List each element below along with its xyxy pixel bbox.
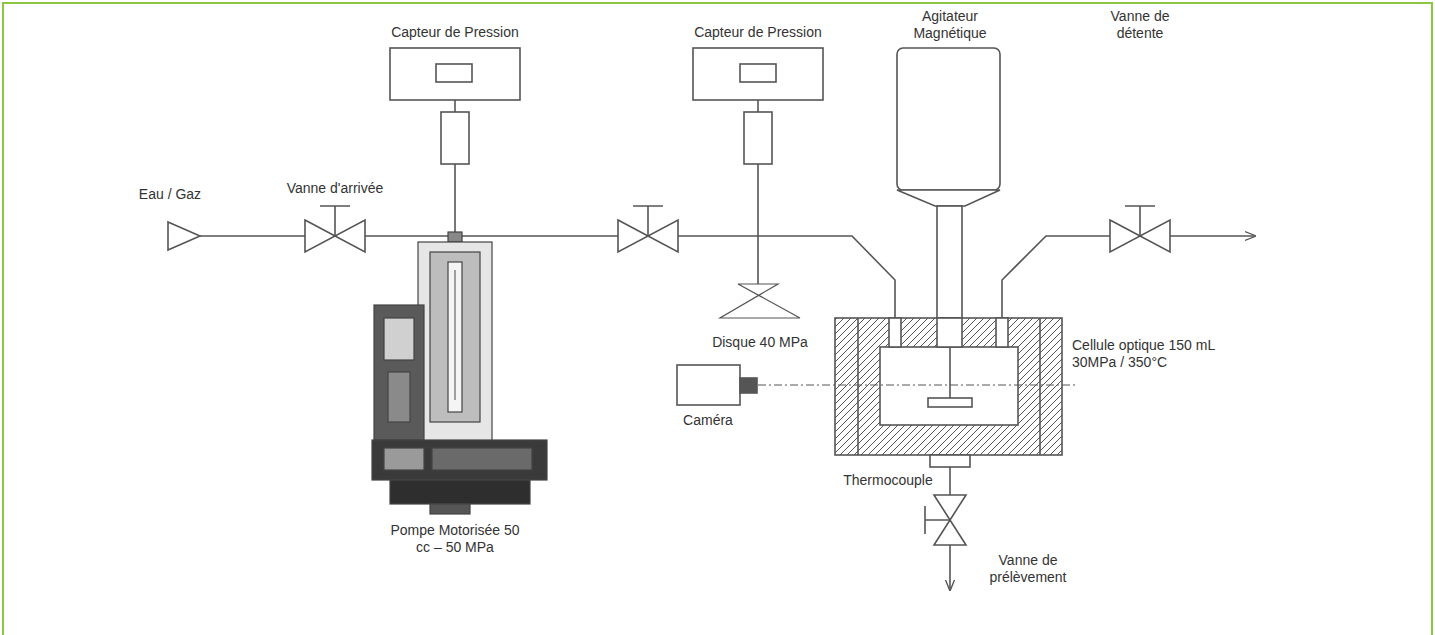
camera-label: Caméra: [668, 412, 748, 429]
disk-label: Disque 40 MPa: [700, 334, 820, 351]
rupture-disk: [720, 284, 800, 318]
valve-label: Vanne de prélèvement: [978, 552, 1078, 586]
sensor-label: Capteur de Pression: [380, 24, 530, 41]
valve-label: Vanne de détente: [1100, 8, 1180, 42]
valve-label: Vanne d'arrivée: [270, 180, 400, 197]
camera: [677, 365, 757, 405]
stirrer-label: Agitateur Magnétique: [900, 8, 1000, 42]
pipe: [1002, 236, 1255, 320]
inlet-label: Eau / Gaz: [130, 186, 210, 203]
valve-symbol: [1110, 206, 1170, 252]
thermocouple-label: Thermocouple: [836, 472, 940, 489]
frame: [3, 3, 1432, 635]
magnetic-stirrer: [897, 48, 1000, 318]
motorized-pump: [372, 232, 547, 514]
inlet-symbol: [168, 222, 200, 250]
valve-symbol: [305, 206, 365, 252]
pressure-sensor: [693, 48, 823, 284]
pressure-sensor: [390, 48, 520, 236]
optical-axis: [758, 385, 1075, 386]
optical-cell: [835, 318, 1062, 467]
valve-symbol: [618, 206, 678, 252]
pump-label: Pompe Motorisée 50 cc – 50 MPa: [385, 522, 525, 556]
sensor-label: Capteur de Pression: [683, 24, 833, 41]
cell-label: Cellule optique 150 mL 30MPa / 350°C: [1072, 337, 1224, 371]
